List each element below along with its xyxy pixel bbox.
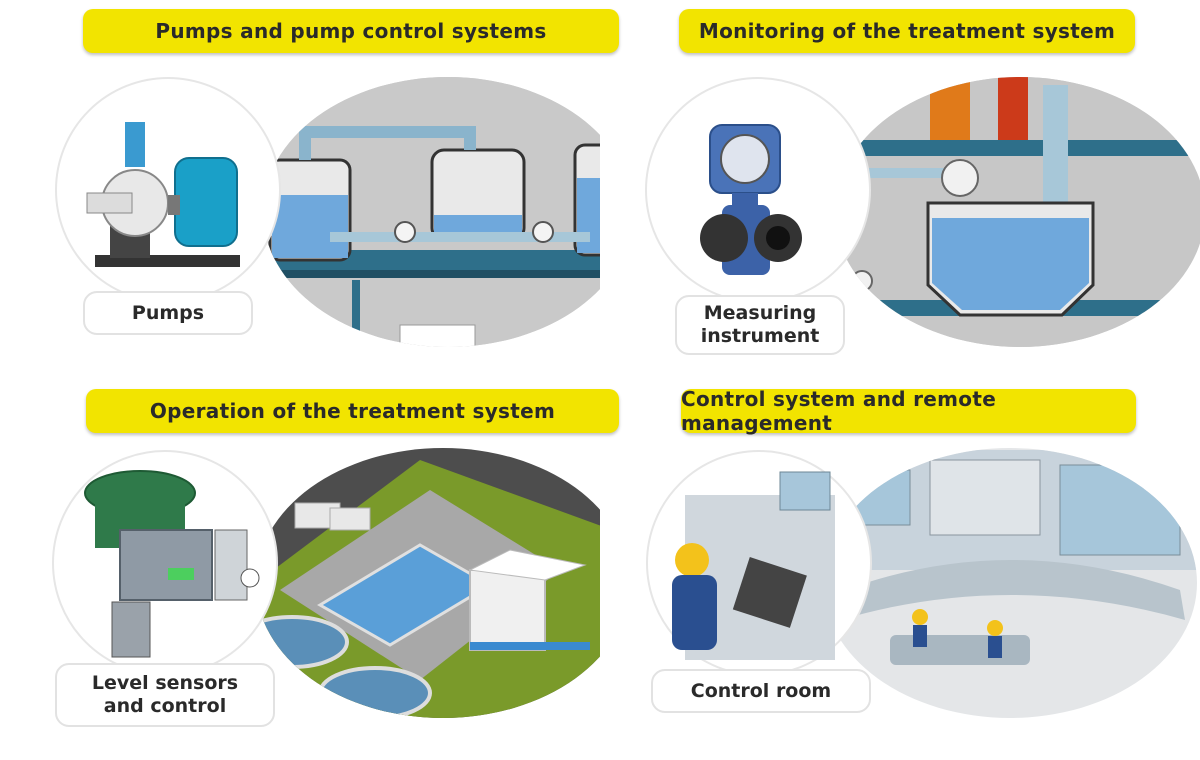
pump-icon bbox=[86, 122, 240, 267]
panel-monitoring: Monitoring of the treatment system Measu… bbox=[600, 0, 1200, 380]
panel-label: Level sensors and control bbox=[55, 663, 275, 727]
panel-label-line: Level sensors and control bbox=[91, 672, 239, 717]
panel-title: Monitoring of the treatment system bbox=[679, 9, 1135, 53]
panel-label: Pumps bbox=[83, 291, 253, 335]
pump-system-illustration bbox=[55, 77, 600, 347]
panel-title: Pumps and pump control systems bbox=[83, 9, 619, 53]
panel-label: Measuring instrument bbox=[675, 295, 845, 355]
panel-pumps: Pumps and pump control systems Pumps bbox=[0, 0, 619, 380]
panel-title: Control system and remote management bbox=[681, 387, 1136, 435]
monitoring-illustration bbox=[645, 77, 1200, 347]
valve-actuator-icon bbox=[84, 470, 260, 658]
treatment-plant-illustration bbox=[52, 448, 600, 718]
panel-label-line: Measuring instrument bbox=[700, 302, 820, 347]
panel-operation: Operation of the treatment system Level … bbox=[0, 380, 619, 760]
flowmeter-icon bbox=[700, 124, 802, 275]
panel-label: Control room bbox=[651, 669, 871, 713]
panel-title: Operation of the treatment system bbox=[86, 389, 619, 433]
panel-control-room: Control system and remote management Con… bbox=[600, 380, 1200, 760]
control-room-icon bbox=[672, 471, 835, 660]
